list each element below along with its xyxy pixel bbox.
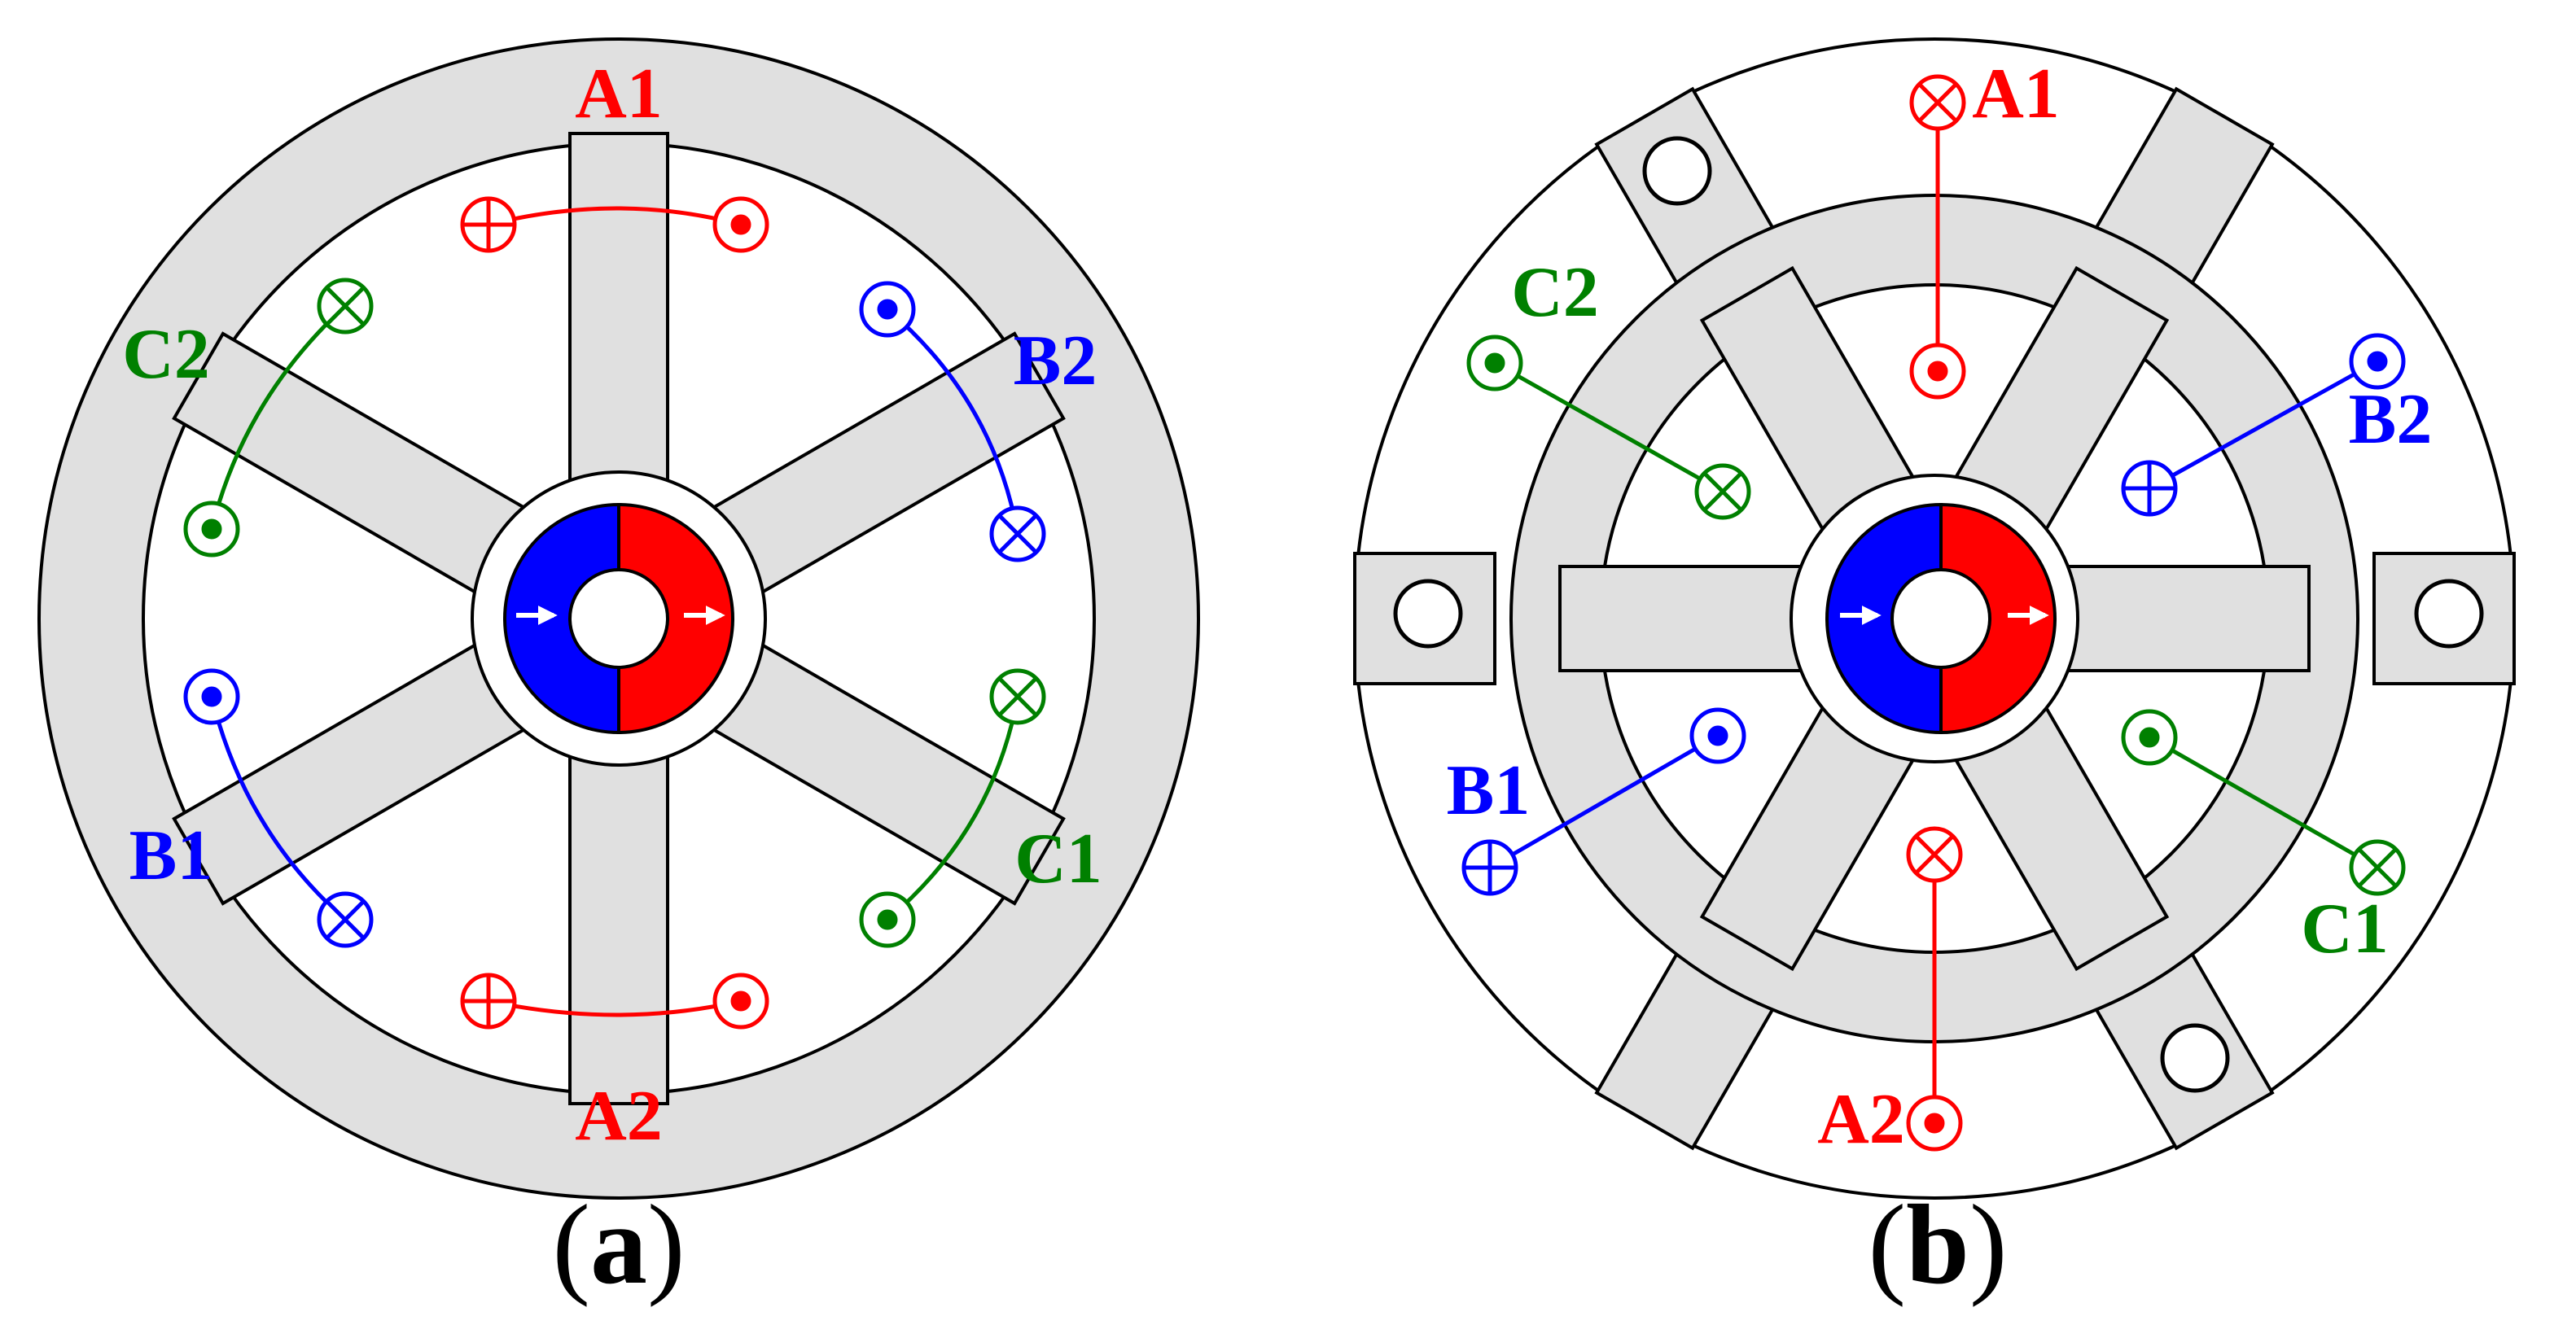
- cross-conductor-b-c1: [2349, 839, 2406, 896]
- dot-conductor-b-a1: [1909, 343, 1966, 400]
- label-a-a2: A2: [575, 1077, 663, 1156]
- winding-a-phase-b: [209, 308, 1020, 921]
- rotor-magnet-north-a: [617, 502, 734, 735]
- dot-conductor-b-c2: [1466, 335, 1523, 391]
- cross-conductor-b-c2: [1694, 463, 1751, 520]
- stator-teeth-b: [1558, 265, 2311, 972]
- dot-conductor-a-a1: [712, 196, 769, 253]
- mounting-holes-b: [1393, 136, 2484, 1093]
- shaft-a: [568, 568, 669, 669]
- label-b-b1: B1: [1447, 751, 1531, 830]
- rotor-magnet-south-a: [503, 502, 620, 735]
- dot-conductor-a-a2: [712, 973, 769, 1030]
- label-a-b1: B1: [129, 816, 213, 895]
- dot-conductor-b-b2: [2349, 333, 2406, 390]
- shaft-b: [1890, 568, 1991, 669]
- dot-conductor-a-c1: [859, 891, 916, 948]
- winding-b-phase-c: [1493, 361, 2379, 870]
- winding-a-phase-a: [488, 206, 742, 1017]
- dot-conductor-b-b1: [1689, 707, 1746, 764]
- dot-conductor-b-a2: [1906, 1095, 1963, 1152]
- label-b-b2: B2: [2349, 380, 2433, 459]
- dot-conductor-a-b1: [183, 668, 240, 725]
- label-b-c2: C2: [1511, 253, 1599, 332]
- dot-conductor-b-c1: [2121, 709, 2178, 766]
- cross-conductor-b-b2: [2121, 460, 2178, 517]
- label-b-a1: A1: [1972, 55, 2060, 133]
- dot-conductor-a-b2: [859, 281, 916, 338]
- label-b-c1: C1: [2301, 890, 2389, 969]
- rotor-magnet-south-b: [1825, 502, 1943, 735]
- cross-conductor-a-a2: [460, 973, 517, 1030]
- rotor-magnet-north-b: [1939, 502, 2057, 735]
- winding-b-phase-b: [1488, 359, 2379, 870]
- caption-b: (b): [1868, 1182, 2007, 1308]
- cross-conductor-a-a1: [460, 196, 517, 253]
- label-a-a1: A1: [575, 55, 663, 133]
- cross-conductor-a-c1: [989, 668, 1046, 725]
- winding-a-phase-c: [209, 304, 1020, 921]
- label-b-a2: A2: [1817, 1080, 1905, 1159]
- label-a-b2: B2: [1014, 321, 1097, 400]
- cross-conductor-b-a1: [1909, 74, 1966, 131]
- cross-conductor-b-b1: [1461, 839, 1518, 896]
- cross-conductor-a-b1: [317, 891, 374, 948]
- cross-conductor-a-b2: [989, 505, 1046, 562]
- label-a-c1: C1: [1014, 820, 1102, 899]
- cross-conductor-a-c2: [317, 278, 374, 335]
- panel-b-motor: A1 A2 B2 B1 C2 C1 (b): [1353, 37, 2516, 1308]
- label-a-c2: C2: [122, 315, 210, 394]
- winding-b-phase-a: [1932, 103, 1940, 1123]
- caption-a: (a): [552, 1182, 685, 1308]
- panel-a-motor: A1 A2 B2 B1 C2 C1 (a): [37, 37, 1200, 1308]
- dot-conductor-a-c2: [183, 501, 240, 558]
- cross-conductor-b-a2: [1906, 826, 1963, 883]
